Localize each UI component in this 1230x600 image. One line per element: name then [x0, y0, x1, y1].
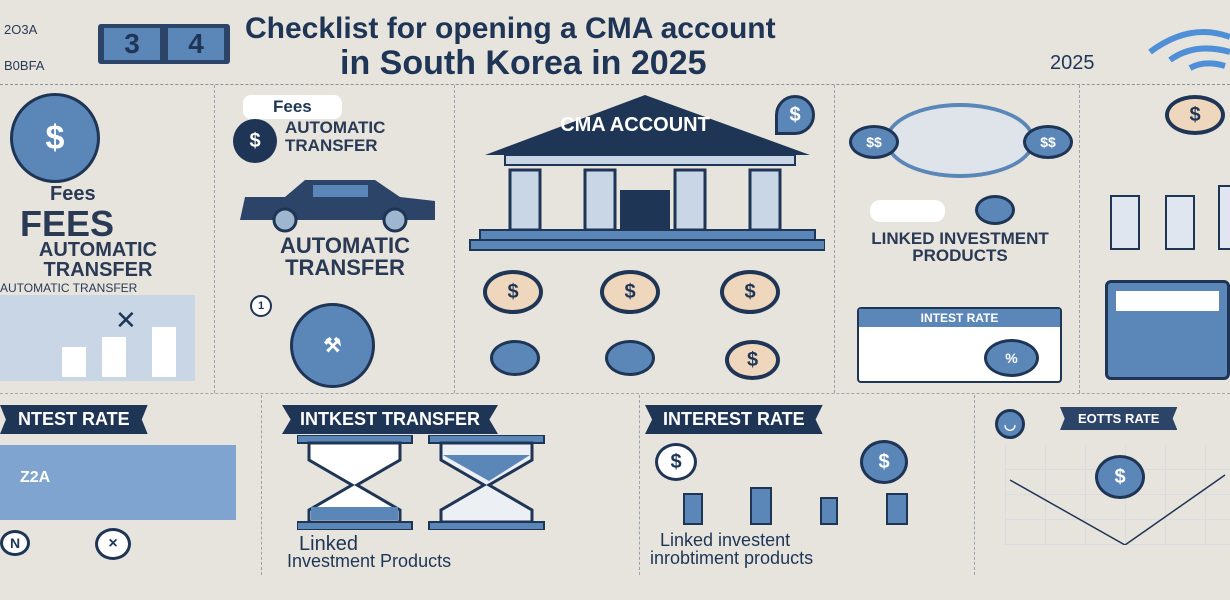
caption-line1: Linked investent — [660, 530, 791, 550]
panel-automatic-transfer: Fees $ AUTOMATIC TRANSFER AUTOMATIC TRAN… — [215, 85, 455, 393]
dollar-coin-icon: $ — [725, 340, 780, 380]
orbit-icon — [885, 103, 1035, 178]
section-ribbon: INTKEST TRANSFER — [282, 405, 498, 434]
dollar-coin-icon: $ — [860, 440, 908, 484]
dollar-coin-icon: $$ — [849, 125, 899, 159]
caption-line2: inrobtiment products — [650, 548, 814, 568]
fees-heading: FEES — [20, 203, 115, 244]
header-divider — [0, 84, 1230, 85]
calendar-digit: 3 — [104, 28, 160, 60]
dollar-coin-icon: $ — [10, 93, 100, 183]
icon-button[interactable]: N — [0, 530, 30, 556]
section-ribbon: EOTTS RATE — [1060, 407, 1178, 430]
panel-interest-rate-mid: INTEREST RATE $ $ Linked investent inrob… — [640, 395, 975, 575]
cma-account-label: CMA ACCOUNT — [560, 114, 710, 136]
transfer-big-label: AUTOMATIC TRANSFER — [280, 233, 410, 280]
percent-icon: % — [984, 339, 1039, 377]
calculator-icon — [1105, 280, 1230, 380]
header-left-label: B0BFA — [4, 58, 45, 73]
wrench-icon: ⚒ — [290, 303, 375, 388]
wifi-icon — [1148, 29, 1230, 71]
fees-pill: Fees — [243, 95, 342, 119]
location-dollar-icon: $ — [775, 95, 815, 135]
caption-line1: Linked — [299, 533, 358, 555]
panel-right-chart: $ — [1080, 85, 1230, 393]
rate-card: Z2A — [0, 445, 236, 520]
fees-chart-card: ✕ — [0, 295, 195, 381]
dollar-coin-icon: $$ — [1023, 125, 1073, 159]
dollar-coin-icon: $ — [1095, 455, 1145, 499]
dollar-coin-icon: $ — [720, 270, 780, 314]
panel-interest-transfer: INTKEST TRANSFER Linked Investment Produ… — [262, 395, 640, 575]
hourglass-icon — [297, 435, 545, 530]
calendar-icon: 3 4 — [98, 24, 230, 64]
tools-icon: ✕ — [115, 305, 137, 335]
coin-icon — [490, 340, 540, 376]
linked-investment-label: LINKED INVESTMENT PRODUCTS — [871, 229, 1049, 265]
panel-fees: $ Fees FEES AUTOMATIC TRANSFER AUTOMATIC… — [0, 85, 215, 393]
page-title-line2: in South Korea in 2025 — [340, 44, 707, 82]
section-ribbon: NTEST RATE — [0, 405, 148, 434]
car-icon — [240, 180, 435, 233]
section-ribbon: INTEREST RATE — [645, 405, 823, 434]
dollar-coin-icon: $ — [600, 270, 660, 314]
dollar-coin-icon: $ — [655, 443, 697, 481]
card-title: INTEST RATE — [859, 309, 1060, 327]
page-title-line1: Checklist for opening a CMA account — [245, 12, 776, 45]
bank-building-icon — [469, 95, 825, 251]
panel-linked-investment: $$ $$ LINKED INVESTMENT PRODUCTS INTEST … — [835, 85, 1080, 393]
dollar-coin-icon: $ — [233, 119, 277, 163]
row-divider — [0, 393, 1230, 394]
calendar-digit: 4 — [168, 28, 224, 60]
header-left-label: 2O3A — [4, 22, 38, 37]
fees-strip-label: AUTOMATIC TRANSFER — [0, 281, 138, 295]
close-icon[interactable]: × — [95, 528, 131, 560]
panel-interest-rate-left: NTEST RATE Z2A N × — [0, 395, 262, 575]
coin-icon — [975, 195, 1015, 225]
transfer-label: AUTOMATIC TRANSFER — [285, 118, 386, 155]
fees-subtitle: AUTOMATIC TRANSFER — [38, 239, 158, 281]
step-number: 1 — [250, 295, 272, 317]
coin-icon — [605, 340, 655, 376]
dollar-coin-icon: $ — [483, 270, 543, 314]
fees-heading-small: Fees — [50, 183, 96, 205]
interest-rate-card: INTEST RATE % — [857, 307, 1062, 383]
dollar-coin-icon: $ — [1165, 95, 1225, 135]
panel-rates-right: ◡ EOTTS RATE $ — [975, 395, 1230, 575]
caption-line2: Investment Products — [287, 551, 452, 571]
card-value: Z2A — [20, 469, 51, 486]
info-icon: ◡ — [995, 409, 1025, 439]
toggle-pill — [870, 200, 945, 222]
panel-cma-account: CMA ACCOUNT $ $ $ $ $ — [455, 85, 835, 393]
year-badge: 2025 — [1050, 52, 1095, 74]
trend-lines — [1009, 474, 1226, 545]
